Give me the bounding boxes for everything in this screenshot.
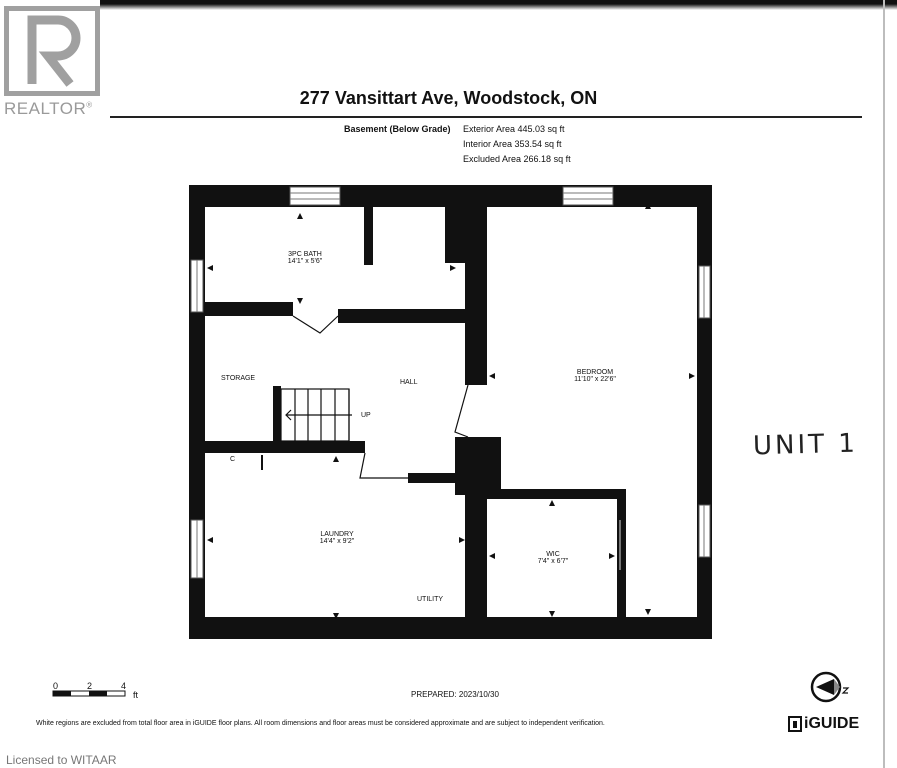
handwritten-unit-note: UNIT 1 bbox=[752, 428, 859, 462]
excluded-area: Excluded Area 266.18 sq ft bbox=[463, 154, 571, 164]
iguide-logo-icon bbox=[788, 716, 802, 732]
license-watermark: Licensed to WITAAR bbox=[6, 753, 117, 767]
iguide-brand: iGUIDE bbox=[788, 715, 859, 733]
scale-tick-4: 4 bbox=[121, 681, 127, 691]
room-hall: HALL bbox=[400, 379, 418, 386]
closet-label: C bbox=[230, 456, 236, 463]
scale-bar bbox=[52, 690, 126, 697]
title-rule bbox=[110, 116, 862, 118]
level-label: Basement (Below Grade) bbox=[344, 124, 451, 134]
disclaimer: White regions are excluded from total fl… bbox=[36, 720, 605, 727]
prepared-date: PREPARED: 2023/10/30 bbox=[411, 690, 499, 699]
room-storage: STORAGE bbox=[221, 375, 256, 382]
scale-unit: ft bbox=[133, 690, 139, 700]
stair-up-label: UP bbox=[361, 412, 371, 419]
realtor-wordmark: REALTOR® bbox=[4, 99, 93, 118]
scale-tick-2: 2 bbox=[87, 681, 93, 691]
exterior-area: Exterior Area 445.03 sq ft bbox=[463, 124, 565, 134]
scale-tick-0: 0 bbox=[53, 681, 59, 691]
page-title: 277 Vansittart Ave, Woodstock, ON bbox=[299, 88, 598, 108]
north-compass-icon bbox=[810, 671, 850, 703]
scan-edge-top bbox=[100, 0, 897, 10]
room-utility: UTILITY bbox=[417, 596, 444, 603]
realtor-logo-icon bbox=[4, 6, 100, 96]
scan-edge-right bbox=[883, 0, 885, 768]
interior-area: Interior Area 353.54 sq ft bbox=[463, 139, 562, 149]
